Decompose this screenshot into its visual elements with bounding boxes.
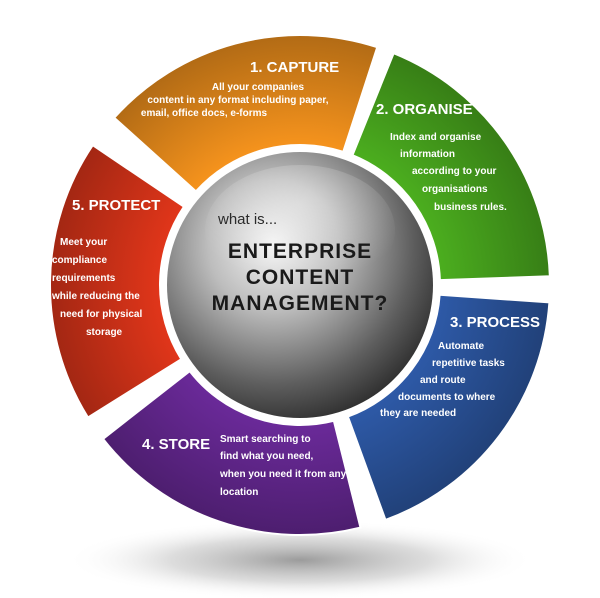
protect-desc-4: while reducing the xyxy=(51,291,140,302)
store-desc-2: find what you need, xyxy=(220,451,314,462)
process-desc-2: repetitive tasks xyxy=(432,358,505,369)
organise-desc-3: according to your xyxy=(412,166,497,177)
store-desc-4: location xyxy=(220,487,258,498)
store-desc-1: Smart searching to xyxy=(220,434,311,445)
capture-title: 1. CAPTURE xyxy=(250,59,339,76)
protect-desc-2: compliance xyxy=(52,255,107,266)
protect-desc-3: requirements xyxy=(52,273,116,284)
center-line-1: ENTERPRISE xyxy=(228,240,372,263)
protect-title: 5. PROTECT xyxy=(72,197,160,214)
protect-desc-6: storage xyxy=(86,327,123,338)
organise-desc-1: Index and organise xyxy=(390,132,482,143)
organise-title: 2. ORGANISE xyxy=(376,101,473,118)
capture-desc-2: content in any format including paper, xyxy=(147,95,328,106)
process-title: 3. PROCESS xyxy=(450,314,540,331)
store-desc-3: when you need it from any xyxy=(219,469,347,480)
center-line-2: CONTENT xyxy=(246,266,355,289)
protect-desc-5: need for physical xyxy=(60,309,142,320)
process-desc-4: documents to where xyxy=(398,392,496,403)
center-sphere: what is... ENTERPRISE CONTENT MANAGEMENT… xyxy=(160,145,440,425)
floor-shadow xyxy=(65,520,535,598)
process-desc-5: they are needed xyxy=(380,408,456,419)
process-desc-1: Automate xyxy=(438,341,485,352)
capture-desc-3: email, office docs, e-forms xyxy=(141,108,268,119)
segment-texts: 1. CAPTURE All your companies content in… xyxy=(51,59,540,498)
store-title: 4. STORE xyxy=(142,436,210,453)
capture-desc-1: All your companies xyxy=(212,82,305,93)
center-line-3: MANAGEMENT? xyxy=(212,292,389,315)
organise-desc-5: business rules. xyxy=(434,202,507,213)
protect-desc-1: Meet your xyxy=(60,237,107,248)
process-desc-3: and route xyxy=(420,375,466,386)
segments-layer xyxy=(49,34,551,536)
organise-desc-2: information xyxy=(400,149,455,160)
center-small-text: what is... xyxy=(217,211,277,228)
organise-desc-4: organisations xyxy=(422,184,488,195)
